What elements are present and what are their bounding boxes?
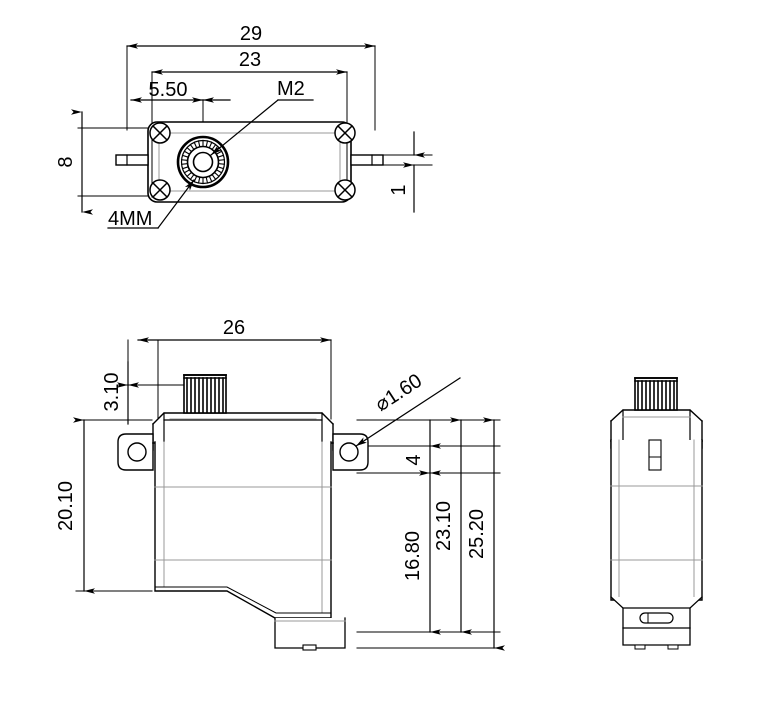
side-wire-slot — [639, 612, 674, 624]
top-view-left-tab — [115, 154, 149, 166]
front-view-body — [117, 412, 369, 651]
dim-tab-thickness: 1 — [388, 131, 425, 213]
dim-label-26: 26 — [223, 317, 245, 339]
dim-label-2310: 23.10 — [433, 501, 455, 551]
dim-shaft-center-offset: 3.10 — [101, 361, 139, 425]
top-view-right-tab — [350, 154, 384, 166]
dim-shaft-to-bottom: 23.10 — [433, 417, 472, 635]
dim-body-width: 26 — [137, 317, 332, 343]
front-right-mount-hole — [339, 442, 359, 462]
callout-label-4mm: 4MM — [108, 208, 152, 230]
callout-label-m2: M2 — [277, 78, 305, 100]
mounting-hole-tl — [149, 122, 171, 144]
dim-label-310: 3.10 — [101, 373, 123, 412]
side-connector-pin-right — [667, 644, 679, 650]
side-view-output-shaft — [634, 377, 678, 411]
top-view-output-shaft — [176, 135, 230, 189]
dim-overall-height: 25.20 — [466, 417, 505, 651]
dim-label-4: 4 — [403, 454, 425, 465]
connector-pin — [302, 644, 317, 651]
front-left-mount-hole — [127, 442, 147, 462]
dim-overall-width: 29 — [126, 23, 376, 49]
dim-label-2520: 25.20 — [466, 509, 488, 559]
top-view: 29 23 5.50 8 — [55, 23, 433, 230]
side-slot-detail — [648, 439, 662, 471]
dim-label-8: 8 — [55, 156, 77, 167]
m2-screw-hole — [192, 151, 214, 173]
callout-m2: M2 — [210, 78, 314, 156]
dim-body-depth: 8 — [55, 109, 93, 215]
dim-label-23: 23 — [239, 49, 261, 71]
dim-flange-to-bottom: 16.80 — [402, 470, 441, 635]
dim-label-2010: 20.10 — [55, 481, 77, 531]
dim-label-29: 29 — [240, 23, 262, 45]
dim-label-550: 5.50 — [149, 79, 188, 101]
dim-mount-flange-height: 20.10 — [55, 417, 95, 594]
top-view-mounting-holes — [149, 122, 356, 201]
front-view-output-shaft — [183, 374, 227, 414]
dim-label-1: 1 — [388, 184, 410, 195]
dim-label-1680: 16.80 — [402, 531, 424, 581]
mounting-hole-bl — [149, 179, 171, 201]
dim-shaft-offset: 5.50 — [130, 79, 231, 103]
mounting-hole-br — [334, 179, 356, 201]
mounting-hole-tr — [334, 122, 356, 144]
callout-4mm: 4MM — [107, 179, 195, 230]
callout-label-diameter-160: ⌀1.60 — [371, 370, 426, 416]
dim-hole-to-top: 4 — [403, 419, 441, 476]
front-view: 26 3.10 20.10 4 — [55, 317, 505, 651]
side-view — [610, 377, 703, 650]
callout-diameter-160: ⌀1.60 — [355, 370, 461, 447]
dim-mount-hole-span: 23 — [151, 49, 348, 75]
side-connector-pin-left — [634, 644, 646, 650]
